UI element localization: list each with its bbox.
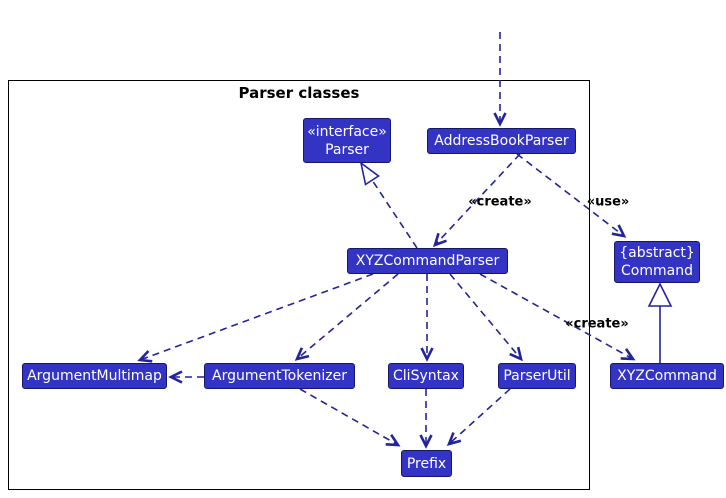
edge-addressbookparser-to-command (516, 153, 627, 238)
class-parser-util: ParserUtil (498, 363, 576, 389)
class-parser-util-name: ParserUtil (503, 368, 571, 384)
class-xyz-command: XYZCommand (610, 363, 724, 389)
class-address-book-parser: AddressBookParser (427, 128, 576, 154)
edge-addressbookparser-to-xyzcommandparser (433, 153, 521, 248)
edge-xyzcommandparser-realizes-parser (371, 179, 418, 249)
class-parser-name: Parser (325, 141, 369, 158)
edge-argumenttokenizer-to-prefix (299, 388, 401, 447)
class-parser-stereotype: «interface» (307, 123, 387, 140)
class-prefix-name: Prefix (406, 455, 447, 472)
class-xyz-command-name: XYZCommand (617, 368, 717, 384)
class-address-book-parser-name: AddressBookParser (434, 133, 569, 149)
class-cli-syntax-name: CliSyntax (393, 368, 459, 384)
class-command-name: Command (621, 263, 693, 279)
class-argument-multimap-name: ArgumentMultimap (27, 368, 162, 384)
edge-label-create-bottom: «create» (565, 316, 629, 332)
class-argument-tokenizer: ArgumentTokenizer (204, 363, 355, 389)
edge-xyzcommandparser-to-xyzcommand (479, 273, 636, 361)
class-command: {abstract} Command (614, 241, 700, 283)
edge-xyzcommandparser-to-argumenttokenizer (294, 273, 399, 361)
edge-label-use: «use» (586, 194, 630, 210)
class-parser: «interface» Parser (303, 118, 391, 163)
class-argument-multimap: ArgumentMultimap (22, 363, 167, 389)
class-cli-syntax: CliSyntax (388, 363, 464, 389)
class-command-stereotype: {abstract} (619, 245, 695, 261)
edge-xyzcommandparser-to-argumentmultimap (137, 273, 374, 363)
class-argument-tokenizer-name: ArgumentTokenizer (212, 368, 347, 384)
class-prefix: Prefix (401, 450, 452, 477)
diagram-frame (8, 80, 590, 490)
edge-xyzcommandparser-to-parserutil (449, 273, 523, 362)
hollow-triangle-command (647, 282, 673, 307)
edge-parserutil-to-prefix (446, 388, 511, 446)
class-xyz-command-parser-name: XYZCommandParser (355, 253, 500, 269)
class-xyz-command-parser: XYZCommandParser (347, 248, 508, 274)
hollow-triangle-parser (359, 161, 380, 186)
diagram-title: Parser classes (238, 84, 360, 102)
edge-label-create-top: «create» (468, 194, 532, 210)
